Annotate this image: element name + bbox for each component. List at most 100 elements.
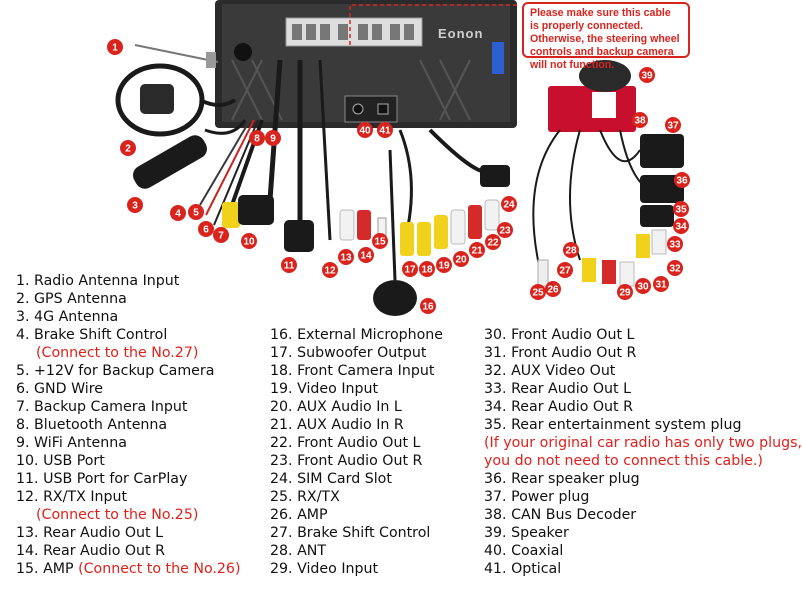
callout-41: 41	[377, 122, 393, 138]
callout-number: 23	[499, 226, 511, 237]
legend-item: 10. USB Port	[16, 452, 105, 470]
callout-number: 16	[422, 302, 434, 313]
callout-number: 1	[112, 43, 118, 54]
callout-circle	[372, 233, 388, 249]
callout-circle	[469, 242, 485, 258]
callout-12: 12	[322, 262, 338, 278]
callout-number: 33	[669, 240, 681, 251]
legend-item: 19. Video Input	[270, 380, 378, 398]
wiring-harness	[532, 60, 684, 287]
callout-number: 25	[532, 288, 544, 299]
legend-item-label: 18. Front Camera Input	[270, 363, 435, 379]
legend-item-label: 20. AUX Audio In L	[270, 399, 402, 415]
callout-18: 18	[419, 261, 435, 277]
rear-audio-rca	[318, 59, 387, 245]
callout-number: 9	[270, 134, 276, 145]
callout-circle	[358, 247, 374, 263]
callout-circle	[545, 281, 561, 297]
legend-item: (Connect to the No.27)	[36, 344, 198, 362]
callout-15: 15	[372, 233, 388, 249]
legend-item-label: 21. AUX Audio In R	[270, 417, 404, 433]
legend-item-label: 33. Rear Audio Out L	[484, 381, 632, 397]
legend-item-label: 7. Backup Camera Input	[16, 399, 188, 415]
legend-item: 8. Bluetooth Antenna	[16, 416, 167, 434]
legend-item-label: 13. Rear Audio Out L	[16, 525, 164, 541]
callout-number: 7	[218, 231, 224, 242]
brand-label: Eonon	[438, 26, 483, 41]
legend-item: 31. Front Audio Out R	[484, 344, 636, 362]
callout-circle	[170, 205, 186, 221]
callout-circle	[241, 233, 257, 249]
callout-36: 36	[674, 172, 690, 188]
legend-item: 35. Rear entertainment system plug	[484, 416, 741, 434]
callout-circle	[213, 227, 229, 243]
legend-item-note: (Connect to the No.26)	[78, 561, 241, 577]
callout-circle	[107, 39, 123, 55]
callout-number: 12	[324, 266, 336, 277]
callout-circle	[281, 257, 297, 273]
callout-number: 29	[619, 288, 631, 299]
legend-item: 11. USB Port for CarPlay	[16, 470, 187, 488]
legend-item-label: 6. GND Wire	[16, 381, 103, 397]
callout-number: 36	[676, 176, 688, 187]
legend-item: 3. 4G Antenna	[16, 308, 118, 326]
legend-item: 6. GND Wire	[16, 380, 103, 398]
legend-item-label: 14. Rear Audio Out R	[16, 543, 165, 559]
legend-item-label: (Connect to the No.25)	[36, 507, 199, 523]
callout-1: 1	[107, 39, 123, 55]
legend-item: you do not need to connect this cable.)	[484, 452, 763, 470]
legend-item-label: 28. ANT	[270, 543, 327, 559]
legend-item: 15. AMP (Connect to the No.26)	[16, 560, 241, 578]
callout-circle	[667, 260, 683, 276]
callout-number: 19	[438, 261, 450, 272]
callout-circle	[673, 218, 689, 234]
radio-antenna-cable	[134, 44, 219, 68]
rca-bundle	[398, 129, 500, 256]
legend-item-label: 5. +12V for Backup Camera	[16, 363, 215, 379]
callout-24: 24	[501, 196, 517, 212]
legend-item: 33. Rear Audio Out L	[484, 380, 631, 398]
callout-5: 5	[188, 204, 204, 220]
callout-number: 21	[471, 246, 483, 257]
callout-20: 20	[453, 251, 469, 267]
head-unit-back-panel: Eonon	[215, 0, 517, 128]
callout-circle	[453, 251, 469, 267]
callout-number: 11	[284, 261, 295, 272]
external-microphone	[373, 149, 417, 316]
callout-number: 40	[359, 126, 371, 137]
callout-37: 37	[665, 117, 681, 133]
legend-item: 4. Brake Shift Control	[16, 326, 167, 344]
callout-number: 26	[547, 285, 559, 296]
legend-item: 5. +12V for Backup Camera	[16, 362, 214, 380]
callout-number: 3	[132, 201, 138, 212]
wiring-diagram: Eonon	[0, 0, 800, 316]
legend-item-label: 36. Rear speaker plug	[484, 471, 640, 487]
callout-circle	[265, 130, 281, 146]
callout-16: 16	[420, 298, 436, 314]
legend-item-label: 37. Power plug	[484, 489, 590, 505]
legend-item-label: 32. AUX Video Out	[484, 363, 616, 379]
callout-13: 13	[338, 249, 354, 265]
callout-circle	[357, 122, 373, 138]
callout-number: 32	[669, 264, 681, 275]
legend-item-label: 41. Optical	[484, 561, 562, 577]
legend-item: 7. Backup Camera Input	[16, 398, 187, 416]
legend-item-label: 38. CAN Bus Decoder	[484, 507, 637, 523]
callout-number: 10	[243, 237, 255, 248]
legend-item: 36. Rear speaker plug	[484, 470, 640, 488]
legend-item: 23. Front Audio Out R	[270, 452, 422, 470]
legend-item: 34. Rear Audio Out R	[484, 398, 633, 416]
legend-item-label: 19. Video Input	[270, 381, 379, 397]
legend-item-label: 29. Video Input	[270, 561, 379, 577]
callout-number: 28	[565, 246, 577, 257]
callout-number: 35	[675, 205, 687, 216]
legend-item-label: 34. Rear Audio Out R	[484, 399, 633, 415]
callout-number: 5	[193, 208, 199, 219]
callout-11: 11	[281, 257, 297, 273]
legend-item: 26. AMP	[270, 506, 328, 524]
callout-circle	[120, 140, 136, 156]
legend-item-label: 26. AMP	[270, 507, 328, 523]
legend-item: 29. Video Input	[270, 560, 378, 578]
legend-item: 24. SIM Card Slot	[270, 470, 392, 488]
